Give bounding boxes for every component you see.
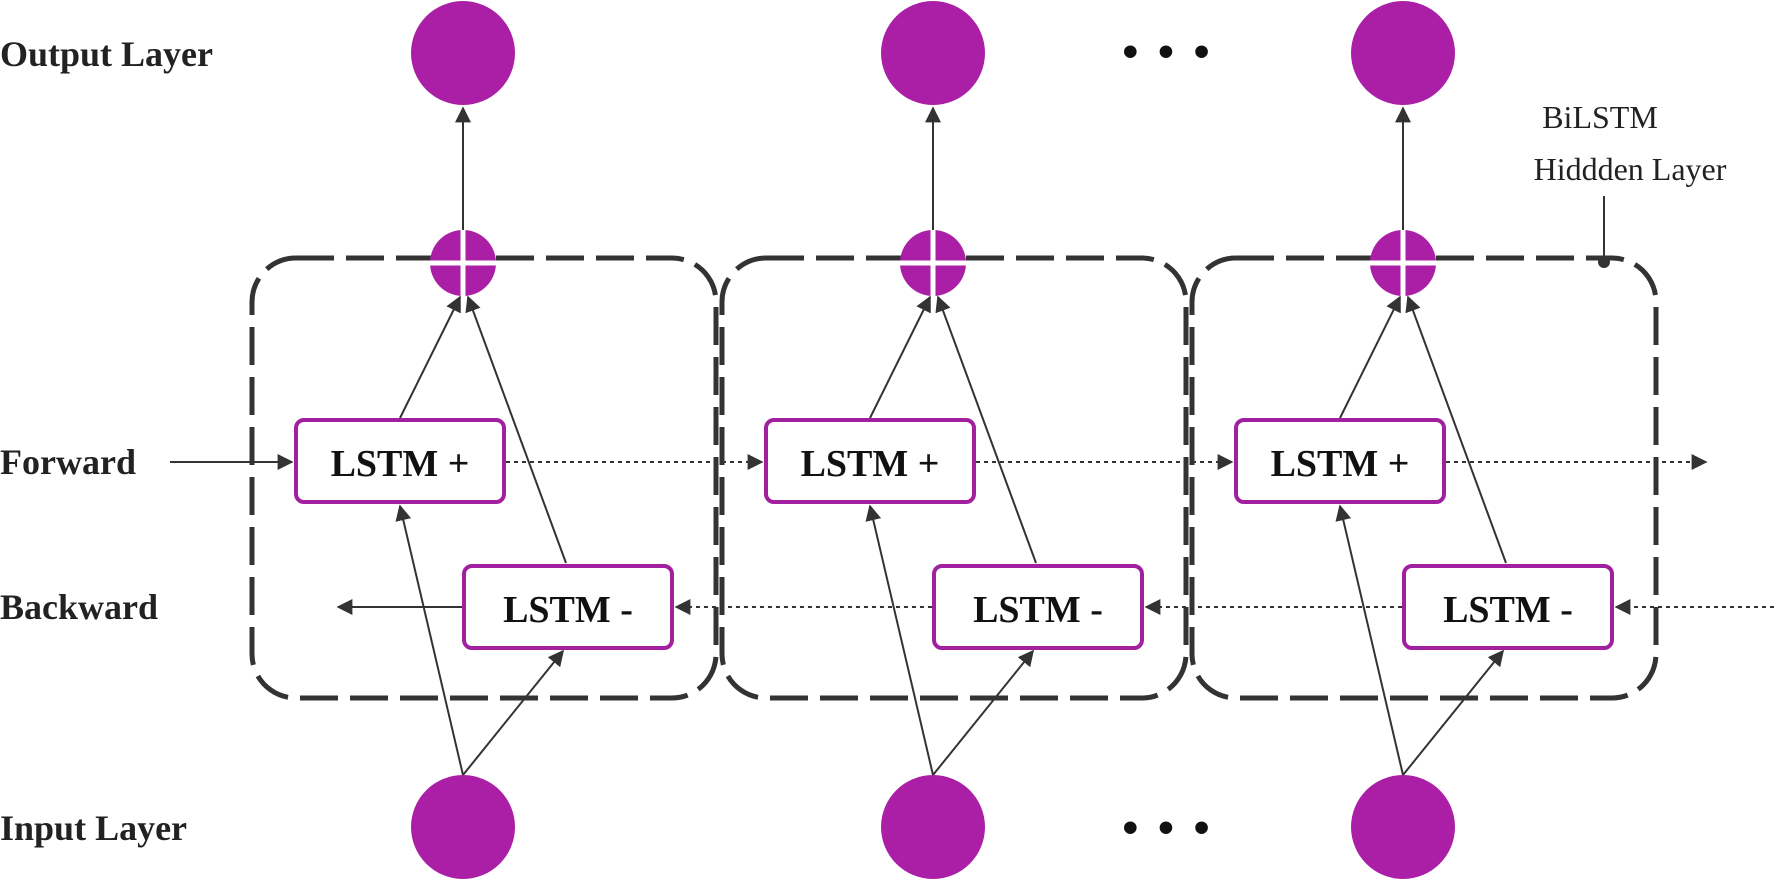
merge-plus-icon [1370,230,1436,296]
output-layer-label: Output Layer [0,34,213,74]
lstm-forward-label: LSTM + [1271,443,1410,485]
input-node [411,775,515,879]
input-layer-label: Input Layer [0,808,187,848]
lstm-forward-box [1234,418,1446,504]
input-to-backward-arrow [1402,649,1505,776]
input-to-backward-arrow [932,649,1035,776]
merge-plus-icon [900,230,966,296]
backward-to-merge-arrow [465,295,567,564]
forward-to-merge-arrow [1339,295,1401,419]
output-ellipsis: • • • [1123,27,1214,76]
input-node [881,775,985,879]
bilstm-cell-1: LSTM + LSTM - [249,1,719,879]
hidden-layer-label-line1: BiLSTM [1542,99,1658,135]
input-to-forward-arrow [865,504,934,776]
lstm-forward-box [294,418,506,504]
output-node [881,1,985,105]
lstm-backward-box [462,564,674,650]
backward-label: Backward [0,587,158,627]
lstm-forward-label: LSTM + [331,443,470,485]
input-to-forward-arrow [1335,504,1404,776]
backward-to-merge-arrow [1405,295,1507,564]
input-node [1351,775,1455,879]
lstm-backward-box [932,564,1144,650]
output-node [411,1,515,105]
forward-to-merge-arrow [869,295,931,419]
input-ellipsis: • • • [1123,803,1214,852]
bilstm-cell-3: LSTM + LSTM - [1189,1,1659,879]
forward-label: Forward [0,442,136,482]
lstm-backward-label: LSTM - [503,589,633,631]
forward-to-merge-arrow [399,295,461,419]
input-to-backward-arrow [462,649,565,776]
lstm-backward-box [1402,564,1614,650]
lstm-backward-label: LSTM - [1443,589,1573,631]
output-node [1351,1,1455,105]
bilstm-cell-2: LSTM + LSTM - [719,1,1189,879]
lstm-backward-label: LSTM - [973,589,1103,631]
merge-plus-icon [430,230,496,296]
lstm-forward-box [764,418,976,504]
hidden-layer-label-line2: Hiddden Layer [1534,151,1727,187]
input-to-forward-arrow [395,504,464,776]
lstm-forward-label: LSTM + [801,443,940,485]
backward-to-merge-arrow [935,295,1037,564]
